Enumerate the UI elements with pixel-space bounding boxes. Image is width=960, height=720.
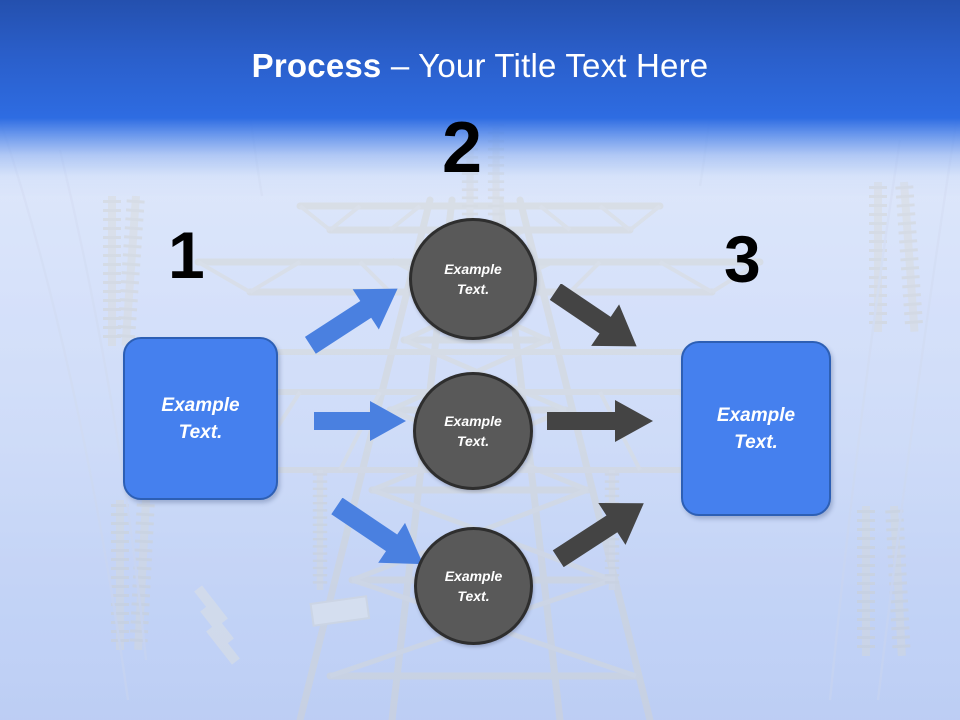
blue-arrow-right-icon bbox=[312, 398, 408, 444]
process-box-left-line1: Example bbox=[161, 394, 240, 416]
process-circle-top-text: Example Text. bbox=[444, 259, 502, 299]
blue-arrow-up-icon bbox=[300, 278, 408, 356]
page-title-rest: – Your Title Text Here bbox=[381, 47, 709, 84]
process-circle-middle-line2: Text. bbox=[456, 433, 490, 449]
process-circle-bottom[interactable]: Example Text. bbox=[414, 527, 533, 645]
process-box-left[interactable]: Example Text. bbox=[123, 337, 278, 500]
step-number-3: 3 bbox=[724, 222, 761, 296]
page-title-bold: Process bbox=[251, 47, 382, 84]
process-circle-top-line2: Text. bbox=[456, 281, 490, 297]
process-circle-middle[interactable]: Example Text. bbox=[413, 372, 533, 490]
process-box-left-line2: Text. bbox=[178, 421, 223, 443]
process-box-right[interactable]: Example Text. bbox=[681, 341, 831, 516]
process-circle-middle-text: Example Text. bbox=[444, 411, 502, 451]
process-box-right-line1: Example bbox=[716, 404, 796, 426]
process-circle-bottom-line1: Example bbox=[444, 568, 503, 584]
process-circle-bottom-line2: Text. bbox=[457, 588, 490, 604]
blue-arrow-down-icon bbox=[326, 497, 434, 572]
process-box-right-text: Example Text. bbox=[717, 402, 795, 456]
dark-arrow-up-icon bbox=[548, 495, 654, 568]
process-circle-top-line1: Example bbox=[444, 261, 502, 277]
step-number-2: 2 bbox=[442, 108, 483, 188]
process-circle-middle-line1: Example bbox=[444, 413, 502, 429]
dark-arrow-right-icon bbox=[545, 398, 655, 444]
process-circle-bottom-text: Example Text. bbox=[445, 566, 503, 606]
title-bar bbox=[0, 0, 960, 118]
dark-arrow-down-icon bbox=[545, 283, 647, 354]
process-circle-top[interactable]: Example Text. bbox=[409, 218, 537, 340]
process-box-right-line2: Text. bbox=[734, 431, 778, 453]
step-number-1: 1 bbox=[168, 218, 205, 292]
page-title: Process – Your Title Text Here bbox=[0, 46, 960, 86]
process-box-left-text: Example Text. bbox=[161, 392, 239, 446]
